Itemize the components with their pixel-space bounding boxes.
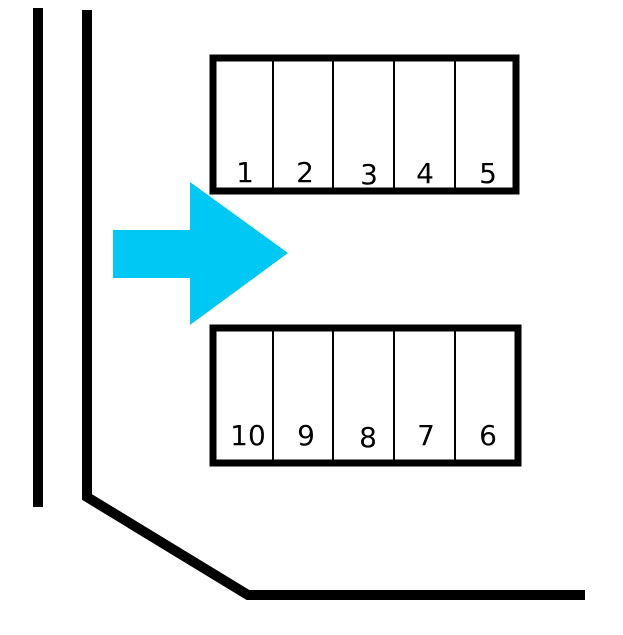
bottom-parking-row: 10 9 8 7 6	[209, 324, 522, 467]
space-number: 6	[479, 419, 497, 452]
direction-arrow-icon	[113, 182, 288, 325]
space-number: 10	[230, 419, 266, 452]
space-number: 9	[297, 419, 315, 452]
space-number: 1	[236, 156, 254, 189]
space-number: 5	[479, 157, 497, 190]
top-parking-row: 1 2 3 4 5	[209, 54, 520, 195]
space-number: 7	[417, 419, 435, 452]
space-number: 8	[359, 421, 377, 454]
road-boundary-line	[82, 10, 585, 600]
space-number: 3	[360, 158, 378, 191]
space-number: 4	[416, 157, 434, 190]
space-number: 2	[296, 156, 314, 189]
